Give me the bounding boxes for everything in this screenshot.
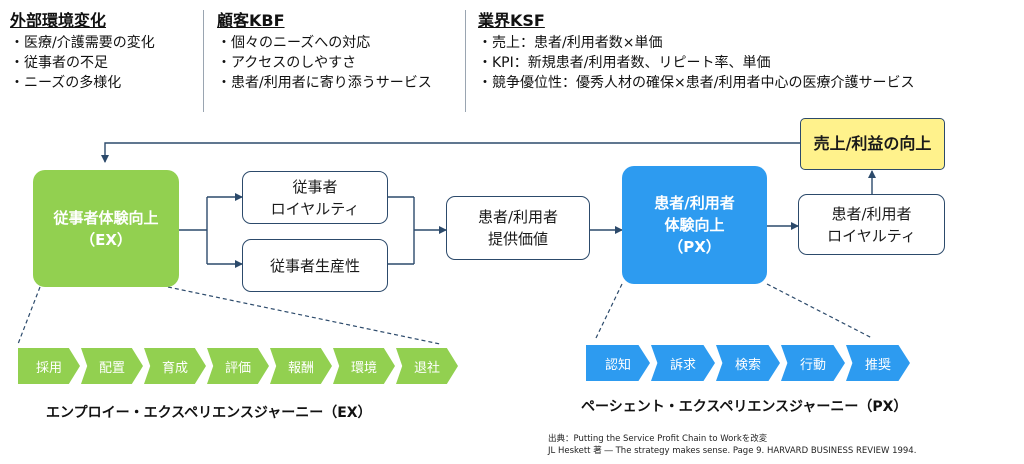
- ex-box: 従事者体験向上 （EX）: [33, 170, 179, 287]
- ex-step: 報酬: [270, 348, 332, 384]
- source-line: 出典：Putting the Service Profit Chain to W…: [548, 434, 768, 444]
- patient-loyalty-label: 患者/利用者 ロイヤルティ: [827, 204, 916, 245]
- source-citation: 出典：Putting the Service Profit Chain to W…: [548, 433, 916, 457]
- px-box: 患者/利用者 体験向上 （PX）: [622, 166, 767, 284]
- ex-step: 評価: [207, 348, 269, 384]
- px-step-label: 認知: [604, 357, 631, 373]
- header-customer-item: ・アクセスのしやすさ: [217, 55, 357, 71]
- header-external: 外部環境変化 ・医療/介護需要の変化 ・従事者の不足 ・ニーズの多様化: [10, 7, 155, 93]
- revenue-box: 売上/利益の向上: [800, 118, 945, 170]
- px-step-label: 訴求: [669, 357, 696, 373]
- header-customer-item: ・患者/利用者に寄り添うサービス: [217, 75, 432, 91]
- px-step-label: 検索: [734, 357, 761, 373]
- px-box-label: 患者/利用者 体験向上 （PX）: [654, 194, 735, 256]
- ex-step-label: 報酬: [287, 360, 314, 376]
- header-external-item: ・従事者の不足: [10, 55, 108, 71]
- ex-journey-dash-left: [17, 286, 41, 345]
- px-step: 行動: [781, 345, 845, 381]
- px-step: 検索: [716, 345, 780, 381]
- revenue-label: 売上/利益の向上: [813, 134, 932, 153]
- employee-productivity-label: 従事者生産性: [269, 256, 360, 275]
- value-label: 患者/利用者 提供価値: [477, 208, 559, 248]
- ex-box-label: 従事者体験向上 （EX）: [53, 208, 159, 249]
- header-external-item: ・ニーズの多様化: [10, 75, 122, 91]
- px-step: 推奨: [846, 345, 910, 381]
- employee-loyalty-label: 従事者 ロイヤルティ: [270, 177, 360, 218]
- ex-step: 配置: [81, 348, 143, 384]
- header-divider: [203, 10, 204, 112]
- header-divider: [465, 10, 466, 112]
- ex-journey-label: エンプロイー・エクスペリエンスジャーニー（EX）: [46, 405, 372, 421]
- ex-step-label: 育成: [161, 360, 188, 376]
- employee-loyalty-box: 従事者 ロイヤルティ: [242, 171, 388, 224]
- header-external-item: ・医療/介護需要の変化: [10, 35, 155, 51]
- header-customer: 顧客KBF ・個々のニーズへの対応 ・アクセスのしやすさ ・患者/利用者に寄り添…: [217, 7, 432, 93]
- value-box: 患者/利用者 提供価値: [446, 196, 590, 260]
- px-journey-dash-left: [595, 283, 623, 339]
- header-customer-title: 顧客KBF: [217, 11, 285, 30]
- ex-step-label: 採用: [35, 360, 62, 376]
- header-industry-title: 業界KSF: [478, 11, 545, 30]
- employee-productivity-box: 従事者生産性: [242, 239, 388, 292]
- header-industry: 業界KSF ・売上：患者/利用者数×単価 ・KPI：新規患者/利用者数、リピート…: [478, 7, 914, 93]
- header-industry-item: ・競争優位性：優秀人材の確保×患者/利用者中心の医療介護サービス: [478, 75, 915, 91]
- patient-loyalty-box: 患者/利用者 ロイヤルティ: [798, 194, 945, 255]
- source-line: JL Heskett 著 ― The strategy makes sense.…: [548, 446, 917, 456]
- px-step-label: 推奨: [864, 357, 891, 373]
- ex-step: 育成: [144, 348, 206, 384]
- ex-step-label: 配置: [98, 360, 125, 376]
- header-external-title: 外部環境変化: [10, 11, 107, 30]
- ex-step: 退社: [396, 348, 458, 384]
- ex-step: 環境: [333, 348, 395, 384]
- ex-journey-dash-right: [167, 286, 441, 345]
- ex-step: 採用: [18, 348, 80, 384]
- px-journey-dash-right: [766, 283, 873, 339]
- header-customer-item: ・個々のニーズへの対応: [217, 35, 371, 51]
- header-industry-item: ・KPI：新規患者/利用者数、リピート率、単価: [478, 55, 771, 71]
- ex-step-label: 退社: [413, 360, 440, 376]
- px-step-label: 行動: [799, 357, 826, 373]
- header-industry-item: ・売上：患者/利用者数×単価: [478, 35, 663, 51]
- px-step: 訴求: [651, 345, 715, 381]
- ex-step-label: 環境: [350, 360, 377, 376]
- feedback-arrow: [101, 142, 800, 163]
- ex-step-label: 評価: [224, 360, 251, 376]
- px-journey-label: ペーシェント・エクスペリエンスジャーニー（PX）: [581, 399, 908, 415]
- px-step: 認知: [586, 345, 650, 381]
